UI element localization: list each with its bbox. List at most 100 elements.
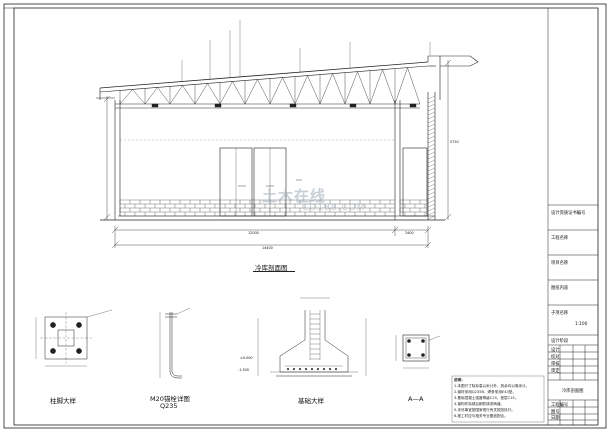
tb-designer-0: 设计 [551,348,560,353]
truss-diagonal [357,71,371,105]
watermark-title: 土木在线 [262,187,327,205]
dim-left-span: 12000 [248,231,259,235]
hatch-stroke [427,99,436,104]
truss-diagonal [219,81,233,105]
hatch-stroke [427,123,436,128]
tb-scale: 1:100 [575,322,588,327]
truss-diagonal [244,79,258,105]
notes-line-4: 5.未尽事宜按国家现行有关规范执行。 [454,408,515,412]
truss-diagonal [344,71,358,105]
hatch-stroke [427,107,436,112]
tb-row-4: 子项名称 [551,311,569,316]
truss-diagonal [407,67,421,105]
notes-line-2: 3.基础混凝土强度等级C25，垫层C15。 [454,396,519,400]
hatch-stroke [427,191,436,196]
hatch-stroke [427,147,436,152]
tb-row-7: 图号 [551,410,560,415]
rebar-dot [328,367,332,371]
hatch-stroke [427,175,436,180]
tb-designer-1: 校对 [551,355,560,360]
hatch-stroke [427,203,436,208]
truss-diagonal [119,89,133,105]
hatch-stroke [427,103,436,108]
truss-diagonal [232,81,246,105]
hatch-stroke [427,159,436,164]
rebar-dot [292,367,296,371]
hatch-stroke [427,183,436,188]
truss-diagonal [394,67,408,105]
hatch-stroke [427,199,436,204]
tb-designer-2: 审核 [551,362,560,367]
truss-diagonal [144,87,158,105]
truss-diagonal [194,83,208,105]
truss-diagonal [169,85,183,105]
truss-diagonal [319,73,333,105]
hatch-stroke [427,95,436,100]
title-block [547,8,598,425]
truss-diagonal [157,87,171,105]
tb-row-2: 项目名称 [551,261,569,266]
level-zero: ±0.000 [240,356,253,360]
truss-diagonal [332,73,346,105]
tb-row-6: 工程编号 [551,403,569,408]
hatch-stroke [427,187,436,192]
purlin-block [289,103,297,108]
tb-row-8: 日期 [551,416,560,421]
hatch-stroke [427,155,436,160]
tb-designer-3: 审定 [551,369,560,374]
purlin-block [409,103,417,108]
truss-diagonal [369,69,383,105]
rebar-dot [316,367,320,371]
column-base-detail [35,309,113,367]
foundation-detail [257,297,367,377]
roof-truss-web [119,67,421,108]
watermark-url: CO188.COM [302,203,366,213]
watermark: 土木在线 CO188.COM [262,185,365,213]
rebar-dot [286,367,290,371]
hatch-stroke [427,119,436,124]
detail-caption-section-aa: A—A [408,395,424,403]
outer-border [3,3,607,429]
truss-diagonal [307,75,321,105]
dim-total-width: 14400 [262,246,273,250]
rebar-dot [298,367,302,371]
hatch-stroke [427,127,436,132]
hatch-stroke [427,211,436,216]
hatch-stroke [427,131,436,136]
hatch-stroke [427,111,436,116]
hatch-stroke [427,195,436,200]
dim-right-span: 2400 [405,231,414,235]
truss-diagonal [269,77,283,105]
notes-line-1: 2.钢材采用Q235B，焊条采用E43型。 [454,390,516,394]
purlin-block [214,103,222,108]
hatch-stroke [427,215,436,220]
level-neg: -1.500 [238,368,249,372]
purlin-block [151,103,159,108]
dim-height-right: 5750 [450,140,459,144]
hatch-stroke [427,151,436,156]
rebar-dot [310,367,314,371]
truss-diagonal [132,89,146,105]
right-column-hatch [427,95,436,220]
rebar-dot [334,367,338,371]
foundation-rebar [286,313,338,371]
main-title-underline [253,271,295,272]
truss-diagonal [182,85,196,105]
anchor-bolt-detail [159,307,191,379]
notes-heading: 说明： [454,378,465,382]
inner-border [13,7,599,426]
hatch-stroke [427,135,436,140]
truss-diagonal [207,83,221,105]
detail-caption-foundation: 基础大样 [298,397,324,405]
tb-row-5: 设计阶段 [551,339,569,344]
detail-caption-anchor-sub: Q235 [160,402,178,410]
truss-diagonal [382,69,396,105]
hatch-stroke [427,171,436,176]
rebar-dot [322,367,326,371]
hatch-stroke [427,163,436,168]
truss-diagonal [282,77,296,105]
notes-line-5: 6.施工时应与相关专业图纸配合。 [454,414,508,418]
main-section-title: 冷库剖面图 [255,264,288,272]
truss-diagonal [294,75,308,105]
hatch-stroke [427,207,436,212]
